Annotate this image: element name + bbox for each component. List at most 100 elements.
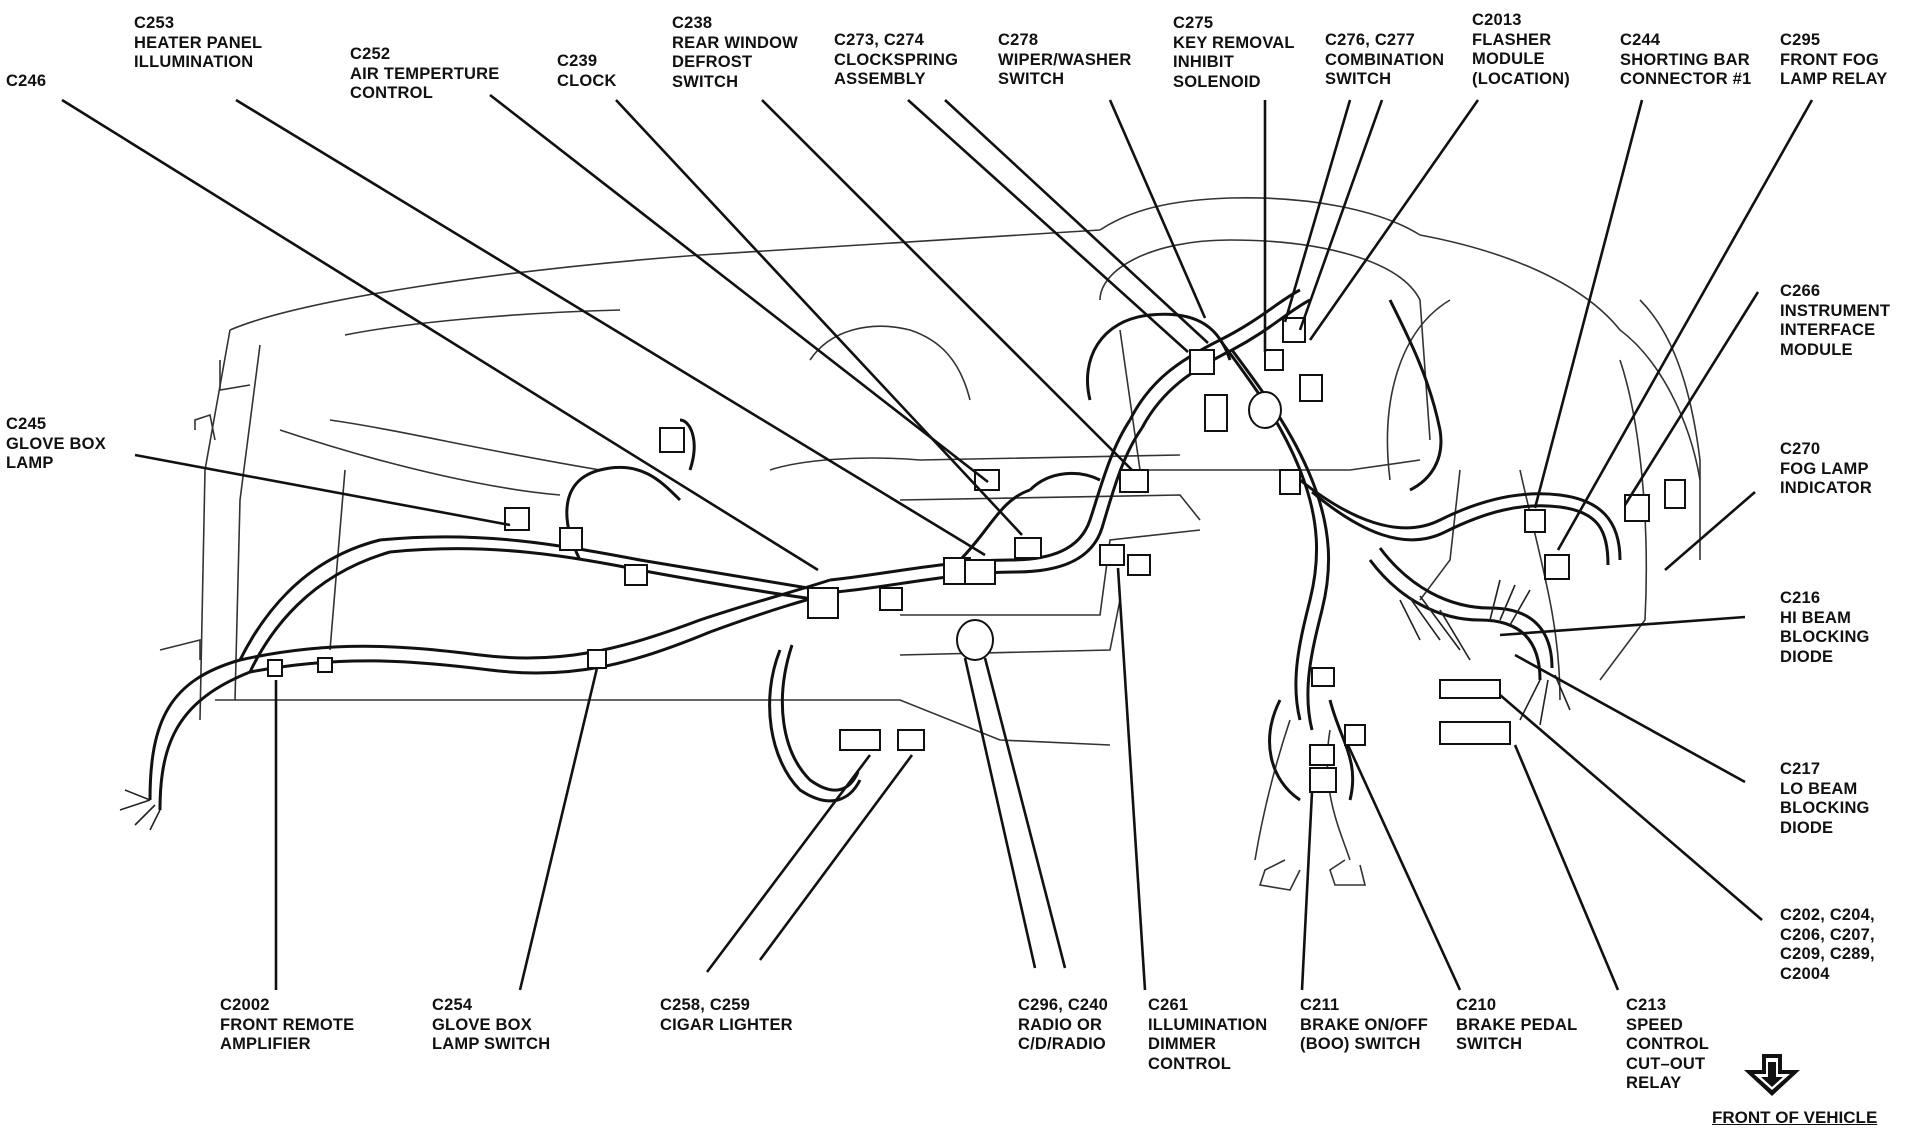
label-line: C209, C289, xyxy=(1780,945,1875,963)
label-line: GLOVE BOX xyxy=(432,1015,532,1034)
label-line: SWITCH xyxy=(1456,1035,1523,1053)
label-line: SWITCH xyxy=(672,72,739,91)
leader-c245 xyxy=(134,453,511,527)
label-line: C276, C277 xyxy=(1325,31,1416,49)
label-line: KEY REMOVAL xyxy=(1173,33,1295,52)
label-line: C202, C204, xyxy=(1780,906,1875,924)
label-line: CONTROL xyxy=(350,84,433,102)
label-line: LO BEAM xyxy=(1780,779,1858,798)
leader-c217 xyxy=(1514,653,1746,784)
leader-c295 xyxy=(1556,99,1814,551)
leader-c202 xyxy=(1499,694,1763,921)
label-line: AIR TEMPERTURE xyxy=(350,64,500,83)
label-line: BRAKE PEDAL xyxy=(1456,1015,1578,1034)
instrument-panel-outline xyxy=(159,197,1701,891)
label-line: C2013 xyxy=(1472,11,1522,29)
label-line: C270 xyxy=(1780,440,1821,458)
front-of-vehicle-label: FRONT OF VEHICLE xyxy=(1712,1108,1878,1127)
label-line: FRONT REMOTE xyxy=(220,1015,355,1034)
leader-c254 xyxy=(518,667,599,991)
label-line: MODULE xyxy=(1472,50,1545,68)
leader-c246 xyxy=(61,98,819,572)
label-line: DIMMER xyxy=(1148,1035,1217,1053)
label-line: (LOCATION) xyxy=(1472,69,1570,88)
leader-c213 xyxy=(1513,744,1620,991)
label-line: C261 xyxy=(1148,996,1189,1014)
label-line: CONTROL xyxy=(1626,1035,1709,1053)
label-line: SPEED xyxy=(1626,1015,1683,1034)
label-line: CLOCK xyxy=(557,71,617,90)
label-line: HEATER PANEL xyxy=(134,33,263,52)
label-line: C278 xyxy=(998,31,1039,49)
leader-c296b xyxy=(983,657,1067,969)
label-line: DEFROST xyxy=(672,53,753,71)
label-line: C296, C240 xyxy=(1018,996,1109,1014)
leader-c296a xyxy=(963,657,1037,969)
label-line: ILLUMINATION xyxy=(134,53,254,71)
label-line: MODULE xyxy=(1780,340,1853,359)
leader-c211 xyxy=(1300,791,1314,991)
label-line: LAMP SWITCH xyxy=(432,1035,551,1053)
label-line: BRAKE ON/OFF xyxy=(1300,1015,1428,1034)
label-line: RELAY xyxy=(1626,1074,1682,1092)
label-line: COMBINATION xyxy=(1325,50,1445,69)
leader-c238 xyxy=(761,99,1133,471)
label-line: RADIO OR xyxy=(1018,1015,1103,1034)
label-line: FRONT FOG xyxy=(1780,50,1879,69)
label-line: C244 xyxy=(1620,31,1661,49)
label-line: REAR WINDOW xyxy=(672,33,798,52)
label-line: SWITCH xyxy=(1325,70,1392,88)
connectors xyxy=(267,317,1686,793)
label-line: LAMP RELAY xyxy=(1780,70,1888,88)
leader-c2013 xyxy=(1308,99,1480,341)
leader-c261 xyxy=(1116,567,1147,991)
label-line: LAMP xyxy=(6,454,54,472)
label-line: CONNECTOR #1 xyxy=(1620,70,1752,88)
leader-c273b xyxy=(944,99,1209,344)
label-line: BLOCKING xyxy=(1780,799,1870,817)
label-line: ILLUMINATION xyxy=(1148,1015,1268,1034)
label-line: C246 xyxy=(6,72,47,90)
label-line: INDICATOR xyxy=(1780,479,1872,497)
leader-c276a xyxy=(1283,99,1352,323)
label-line: C2002 xyxy=(220,996,270,1014)
leader-c276b xyxy=(1298,99,1384,331)
label-line: WIPER/WASHER xyxy=(998,50,1132,69)
label-line: FOG LAMP xyxy=(1780,459,1869,478)
label-line: GLOVE BOX xyxy=(6,434,106,453)
label-line: C238 xyxy=(672,14,713,32)
label-line: C239 xyxy=(557,52,598,70)
front-arrow-icon xyxy=(1744,1054,1800,1096)
leader-c278 xyxy=(1108,99,1207,319)
label-line: INSTRUMENT xyxy=(1780,301,1891,320)
label-line: C211 xyxy=(1300,996,1340,1014)
label-line: SHORTING BAR xyxy=(1620,50,1750,69)
label-line: C213 xyxy=(1626,996,1667,1014)
label-line: C258, C259 xyxy=(660,996,751,1014)
label-line: C254 xyxy=(432,996,473,1014)
label-line: SWITCH xyxy=(998,70,1065,88)
label-line: FLASHER xyxy=(1472,30,1552,49)
label-line: ASSEMBLY xyxy=(834,70,926,88)
label-line: C217 xyxy=(1780,760,1821,778)
label-line: C273, C274 xyxy=(834,31,925,49)
